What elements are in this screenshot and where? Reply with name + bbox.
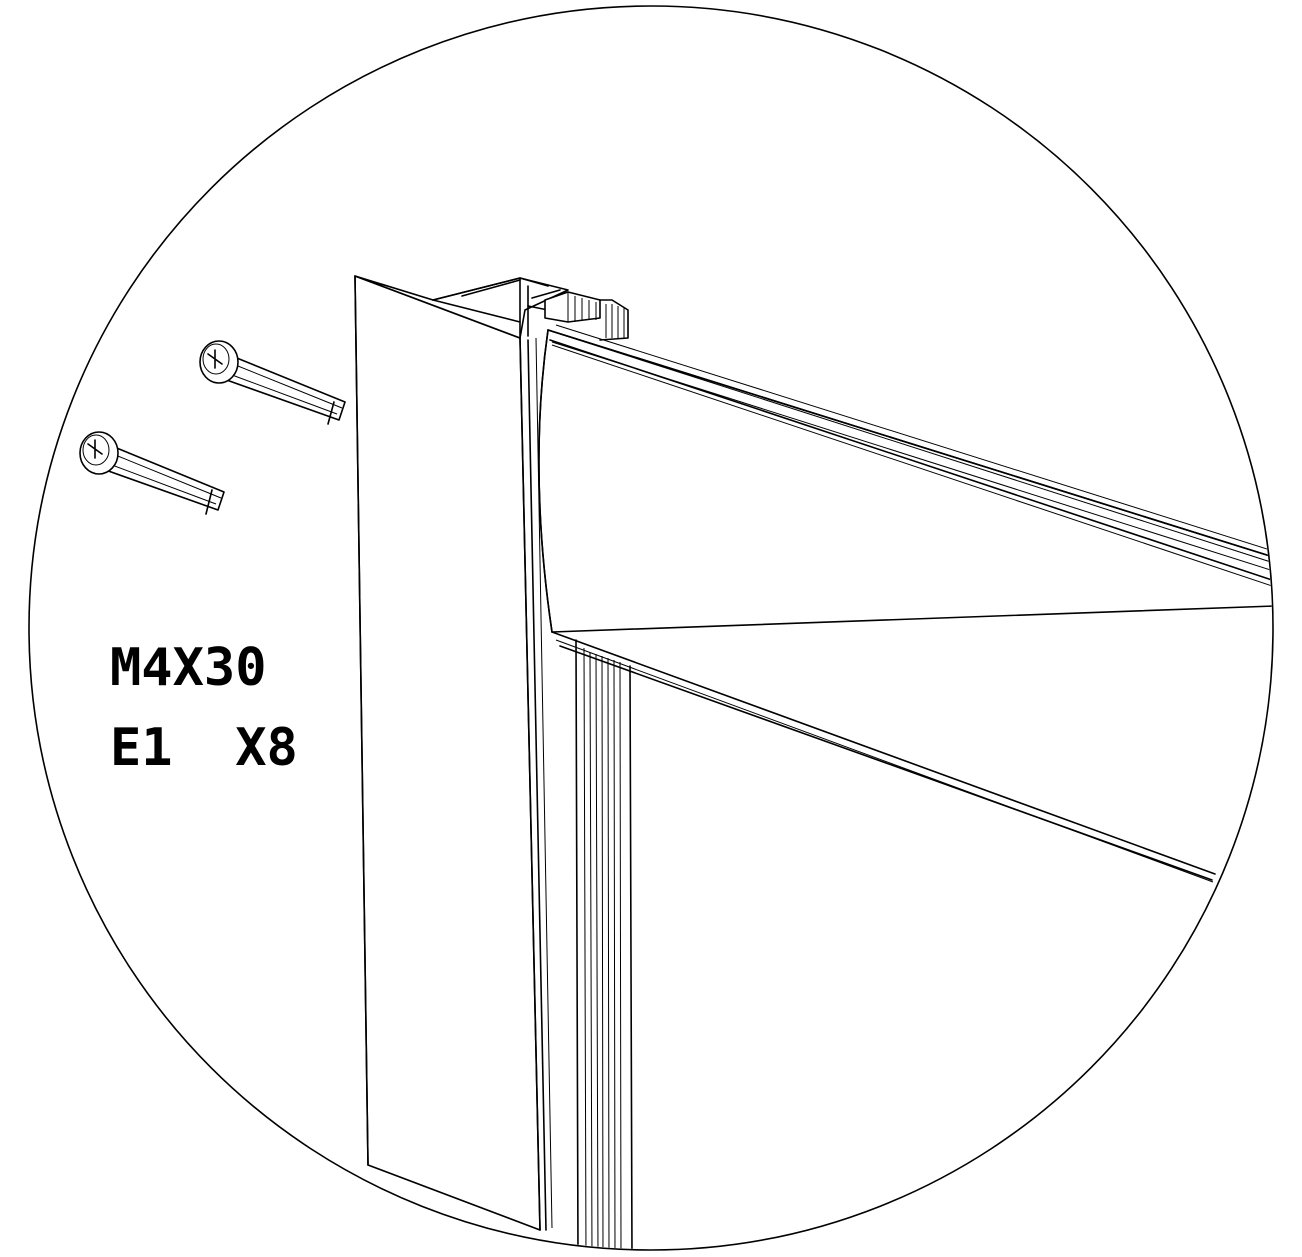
top-rail bbox=[538, 324, 1272, 883]
screw-spec-label: M4X30 bbox=[110, 638, 267, 698]
screw-icon bbox=[79, 431, 225, 515]
screw-code-quantity-label: E1 X8 bbox=[110, 718, 298, 778]
screw-lower bbox=[79, 431, 225, 515]
screw-icon bbox=[199, 340, 346, 425]
screw-upper bbox=[199, 340, 346, 425]
vertical-post bbox=[354, 275, 629, 1231]
vertical-gasket bbox=[575, 639, 633, 1249]
detail-circle bbox=[28, 5, 1274, 1251]
